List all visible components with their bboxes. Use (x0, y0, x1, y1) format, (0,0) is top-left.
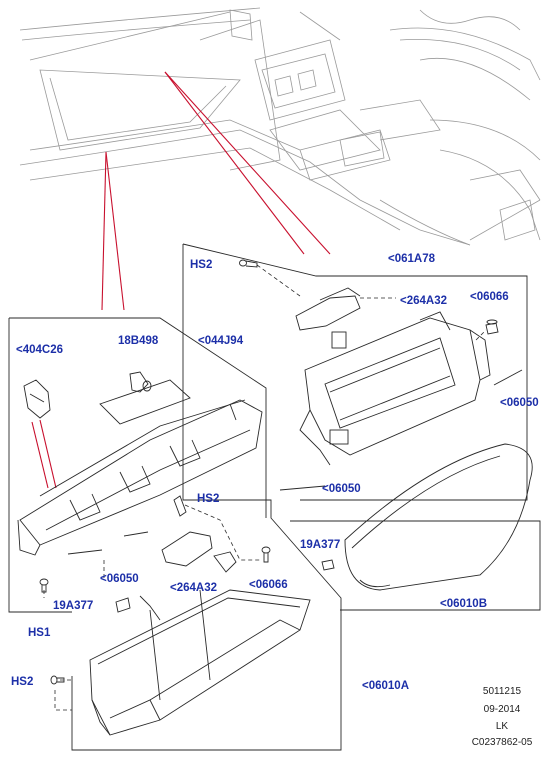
glovebox-housing-part (299, 311, 491, 466)
dashboard-sketch (19, 7, 541, 246)
callout-264A32-low: <264A32 (170, 582, 217, 594)
switch-part (23, 379, 51, 419)
group-frames (8, 243, 541, 751)
callout-hs2-top: HS2 (190, 259, 212, 271)
callout-06050-left: <06050 (100, 573, 139, 585)
clip-parts (115, 559, 335, 613)
glovebox-lid (344, 443, 533, 591)
glovebox-bin (89, 589, 311, 736)
callout-264A32-top: <264A32 (400, 295, 447, 307)
callout-hs2-bottom: HS2 (11, 676, 33, 688)
callout-06050-right: <06050 (500, 397, 539, 409)
bulb-part (129, 371, 152, 393)
callout-19A377-left: 19A377 (53, 600, 93, 612)
latch-part-lower (161, 495, 237, 573)
screw-parts (39, 546, 271, 685)
callout-06066-top: <06066 (470, 291, 509, 303)
reference-footer: 5011215 09-2014 LK C0237862-05 (472, 686, 533, 748)
leader-lines (31, 71, 331, 489)
rod-parts (67, 369, 523, 555)
bracket-assembly (17, 379, 263, 556)
bumper-part-top (485, 319, 499, 335)
callout-044J94: <044J94 (198, 335, 244, 347)
callout-06010B: <06010B (440, 598, 487, 610)
callout-06050-mid: <06050 (322, 483, 361, 495)
footer-line-1: 5011215 (483, 686, 522, 697)
callout-18B498: 18B498 (118, 335, 159, 347)
callout-06066-low: <06066 (249, 579, 288, 591)
dashed-guides (43, 264, 487, 711)
latch-part-top (295, 287, 361, 349)
callout-labels: HS2 <061A78 <264A32 <06066 <06050 <06050… (11, 253, 539, 692)
callout-404C26: <404C26 (16, 344, 63, 356)
callout-061A78: <061A78 (388, 253, 436, 265)
footer-line-3: LK (496, 721, 509, 732)
footer-line-2: 09-2014 (484, 704, 521, 715)
callout-06010A: <06010A (362, 680, 409, 692)
footer-line-4: C0237862-05 (472, 737, 533, 748)
callout-19A377-right: 19A377 (300, 539, 340, 551)
callout-hs1: HS1 (28, 627, 51, 639)
callout-hs2-mid: HS2 (197, 493, 219, 505)
